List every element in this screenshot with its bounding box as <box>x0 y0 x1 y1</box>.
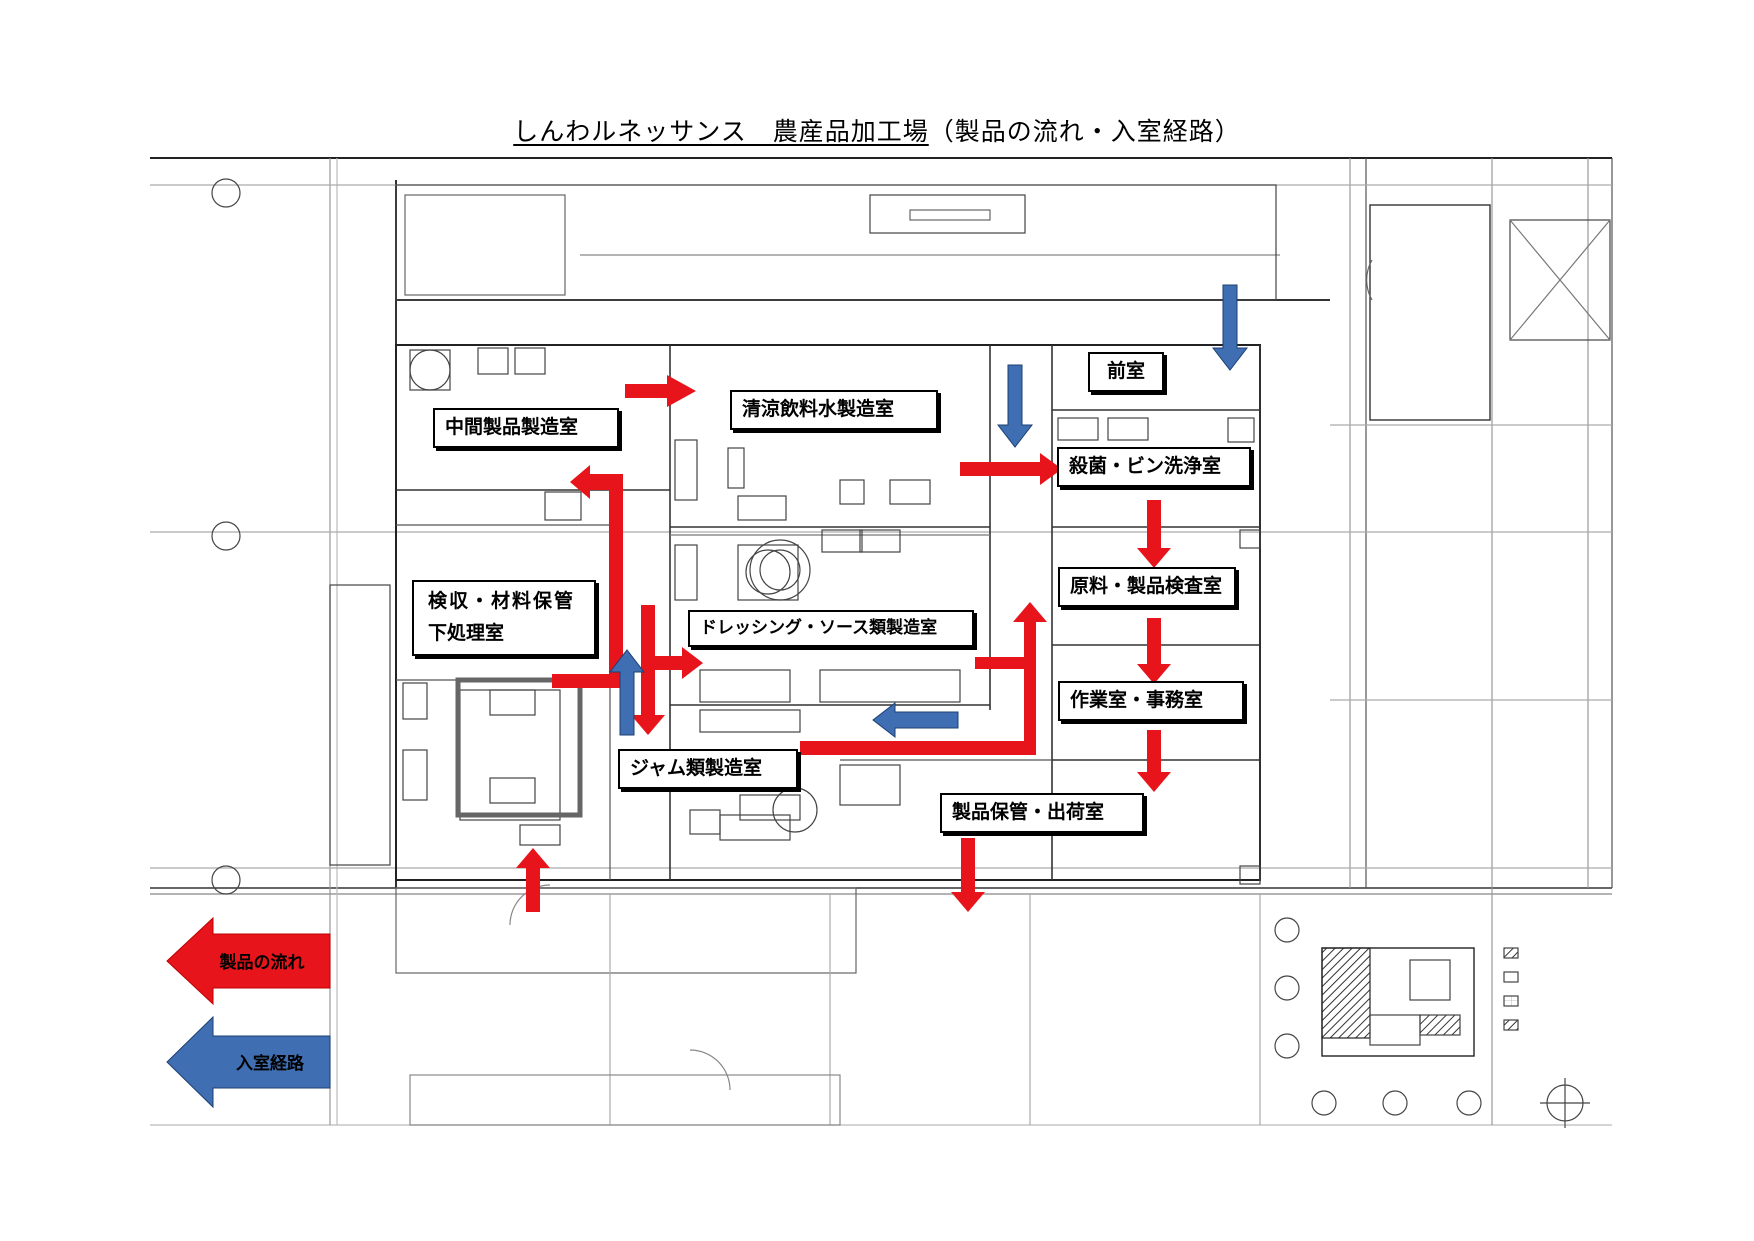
flow-arrow-to-dressing <box>655 647 703 679</box>
entry-arrow-sterilization <box>996 364 1034 448</box>
room-label-sterilization: 殺菌・ビン洗浄室 <box>1057 447 1251 487</box>
legend-blue-arrow-icon <box>166 1015 331 1109</box>
legend-red-arrow-icon <box>166 916 331 1006</box>
room-label-intermediate: 中間製品製造室 <box>433 408 619 448</box>
title-main: しんわルネッサンス 農産品加工場 <box>513 117 929 146</box>
room-label-receiving-line2: 下処理室 <box>428 621 505 644</box>
flow-arrow-to-jam <box>631 605 665 735</box>
flow-arrow-dressing-join <box>975 657 1030 669</box>
flow-arrow-jam-to-inspection <box>800 602 1047 755</box>
flow-arrow-to-sterilization <box>960 453 1062 485</box>
title-sub: （製品の流れ・入室経路） <box>928 117 1241 146</box>
flow-arrow-down-1 <box>1137 500 1171 568</box>
entry-arrow-top-right <box>1211 284 1249 371</box>
flow-arrow-to-soft-drink <box>625 375 696 407</box>
legend-entry-route <box>166 1015 331 1109</box>
room-label-dressing: ドレッシング・ソース類製造室 <box>688 610 974 648</box>
page-title: しんわルネッサンス 農産品加工場（製品の流れ・入室経路） <box>0 112 1754 148</box>
room-label-anteroom: 前室 <box>1088 352 1164 392</box>
entry-arrow-dressing <box>872 701 959 739</box>
flow-arrow-exit <box>951 838 985 912</box>
room-label-jam: ジャム類製造室 <box>618 749 798 789</box>
room-label-storage: 製品保管・出荷室 <box>940 793 1144 833</box>
room-label-receiving-line1: 検収・材料保管 <box>428 590 576 612</box>
room-label-receiving: 検収・材料保管 下処理室 <box>412 580 596 656</box>
flow-arrow-down-2 <box>1137 618 1171 684</box>
legend-product-flow-label: 製品の流れ <box>219 952 305 973</box>
plan-linework <box>150 157 1613 1128</box>
legend-product-flow <box>166 916 331 1006</box>
room-label-soft-drink: 清涼飲料水製造室 <box>730 390 938 430</box>
entry-arrow-receiving-up <box>608 649 646 736</box>
room-label-raw-material: 原料・製品検査室 <box>1058 567 1236 607</box>
flow-arrow-entrance <box>516 848 550 912</box>
legend-entry-route-label: 入室経路 <box>236 1053 305 1074</box>
flow-arrow-down-3 <box>1137 730 1171 792</box>
room-label-work-office: 作業室・事務室 <box>1058 681 1244 721</box>
entry-route-arrows <box>608 284 1249 739</box>
product-flow-arrows <box>516 375 1171 912</box>
